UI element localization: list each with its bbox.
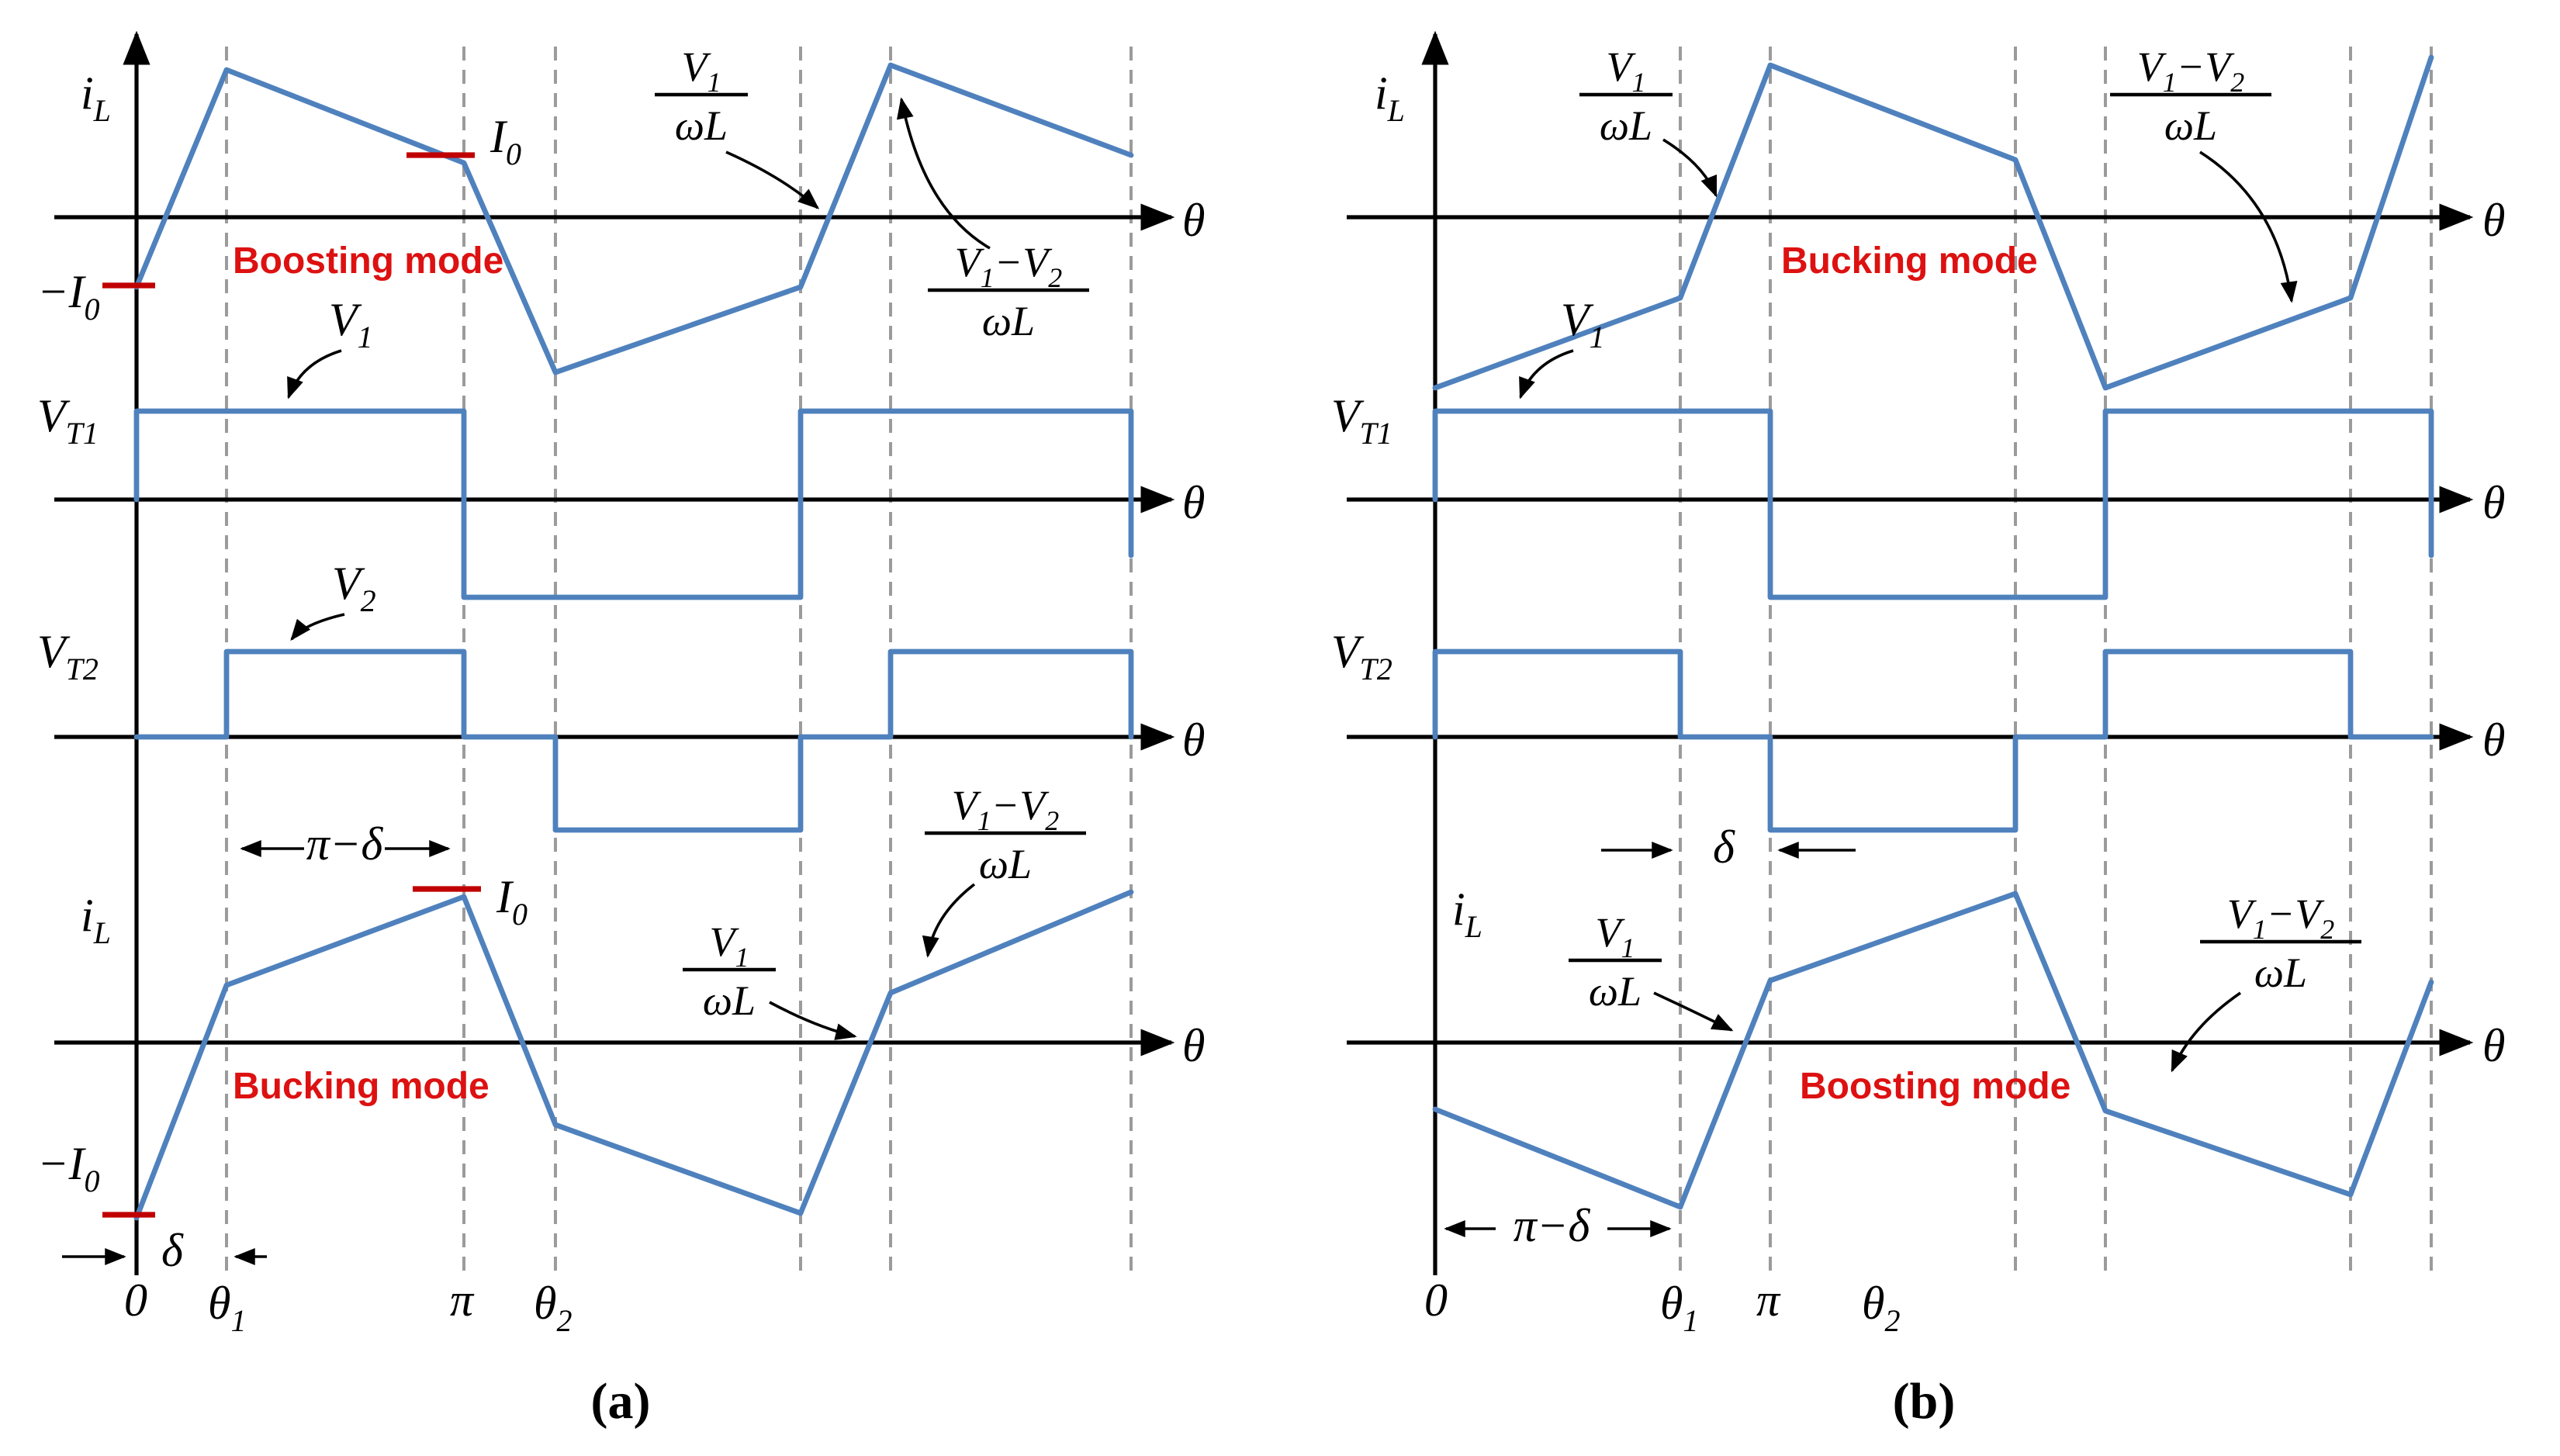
tick-theta1: θ1 [208,1278,246,1338]
mode-label-top: Bucking mode [1781,240,2038,282]
vt2-axis-label: VT2 [37,626,99,686]
panel-a-geometry [54,30,1175,1275]
neg-i0-label: −I0 [37,266,99,327]
il-top-label: iL [81,67,111,128]
slope-v1-over-wl-label: V1 ωL [1569,909,1662,1015]
theta-axis-label: θ [2482,195,2505,246]
tick-zero: 0 [1424,1274,1448,1326]
tick-theta1: θ1 [1660,1278,1698,1338]
tick-pi: π [1756,1274,1781,1326]
mode-label-top: Boosting mode [233,240,503,282]
slope-v1-minus-v2-over-wl-label: V1−V2 ωL [928,239,1089,344]
delta-label: δ [161,1225,184,1276]
annotation-arrow [2171,991,2242,1073]
svg-text:ωL: ωL [675,102,728,149]
il-top-waveform [133,62,1134,375]
panel-a-annotations: iL θ θ θ θ VT1 VT2 iL Boosting mode Buck… [37,43,1205,1430]
il-top-label: iL [1375,67,1405,128]
svg-text:V1−V2: V1−V2 [2227,891,2334,945]
slope-v1-minus-v2-over-wl-label: V1−V2 ωL [925,782,1086,887]
vt1-axis-label: VT1 [37,390,99,451]
mode-label-bottom: Boosting mode [1800,1066,2070,1107]
theta-axis-label: θ [2482,477,2505,528]
svg-text:ωL: ωL [982,298,1035,344]
theta-axis-label: θ [1182,714,1205,766]
il-bottom-label: iL [1452,884,1482,944]
vt2-waveform [133,648,1134,833]
tick-theta2: θ2 [534,1278,572,1338]
vt2-waveform [1432,648,2434,833]
svg-text:V1: V1 [710,918,749,973]
theta-axis-label: θ [2482,714,2505,766]
vt1-waveform [133,408,1134,600]
annotation-arrow [922,883,976,958]
mode-label-bottom: Bucking mode [233,1066,490,1107]
tick-theta2: θ2 [1862,1278,1900,1338]
svg-text:ωL: ωL [703,977,756,1024]
svg-text:V1: V1 [1607,43,1646,98]
neg-i0-label: −I0 [37,1138,99,1198]
theta-axis-label: θ [1182,195,1205,246]
tick-pi: π [450,1274,475,1326]
annotation-arrow [2199,150,2298,303]
pi-minus-delta-label: π−δ [1514,1200,1591,1251]
il-bottom-label: iL [81,890,111,950]
annotation-arrow [769,1001,857,1040]
slope-v1-minus-v2-over-wl-label: V1−V2 ωL [2200,891,2361,996]
tick-zero: 0 [124,1274,147,1326]
vt2-axis-label: VT2 [1331,626,1392,686]
slope-v1-over-wl-label: V1 ωL [1579,43,1673,149]
il-top-waveform [1432,54,2434,391]
svg-text:ωL: ωL [2254,949,2307,996]
annotation-arrow [1519,349,1574,399]
caption-b: (b) [1893,1373,1956,1430]
v2-label: V2 [332,558,376,618]
annotation-arrow [725,150,820,209]
theta-axis-label: θ [1182,1020,1205,1071]
svg-text:ωL: ωL [1589,968,1642,1015]
theta-axis-label: θ [1182,477,1205,528]
v1-label: V1 [1561,294,1605,354]
vt1-waveform [1432,408,2434,600]
svg-text:V1−V2: V1−V2 [2137,43,2244,98]
svg-text:V1−V2: V1−V2 [952,782,1059,836]
il-bottom-waveform [1432,891,2434,1210]
slope-v1-over-wl-label: V1 ωL [655,43,748,149]
annotation-arrow [897,97,991,250]
svg-text:V1: V1 [1596,909,1635,963]
caption-a: (a) [591,1373,651,1430]
svg-text:ωL: ωL [1600,102,1652,149]
vt1-axis-label: VT1 [1331,390,1392,451]
delta-label: δ [1713,821,1735,873]
annotation-arrow [287,349,342,399]
panel-b-geometry [1347,30,2474,1275]
annotation-arrow [1662,138,1718,198]
il-bottom-waveform [133,889,1134,1221]
svg-text:ωL: ωL [2164,102,2217,149]
annotation-arrow [290,613,345,642]
pi-minus-delta-label: π−δ [306,818,384,870]
v1-label: V1 [329,294,373,354]
svg-text:V1: V1 [682,43,721,98]
svg-text:V1−V2: V1−V2 [955,239,1062,293]
svg-text:ωL: ωL [979,841,1032,887]
theta-axis-label: θ [2482,1020,2505,1071]
i0-label: I0 [496,871,528,932]
panel-b-annotations: iL θ θ θ θ VT1 VT2 iL Bucking mode Boost… [1331,43,2505,1430]
annotation-arrow [1653,991,1734,1032]
i0-label: I0 [490,111,521,171]
slope-v1-over-wl-label: V1 ωL [683,918,776,1024]
slope-v1-minus-v2-over-wl-label: V1−V2 ωL [2110,43,2271,149]
